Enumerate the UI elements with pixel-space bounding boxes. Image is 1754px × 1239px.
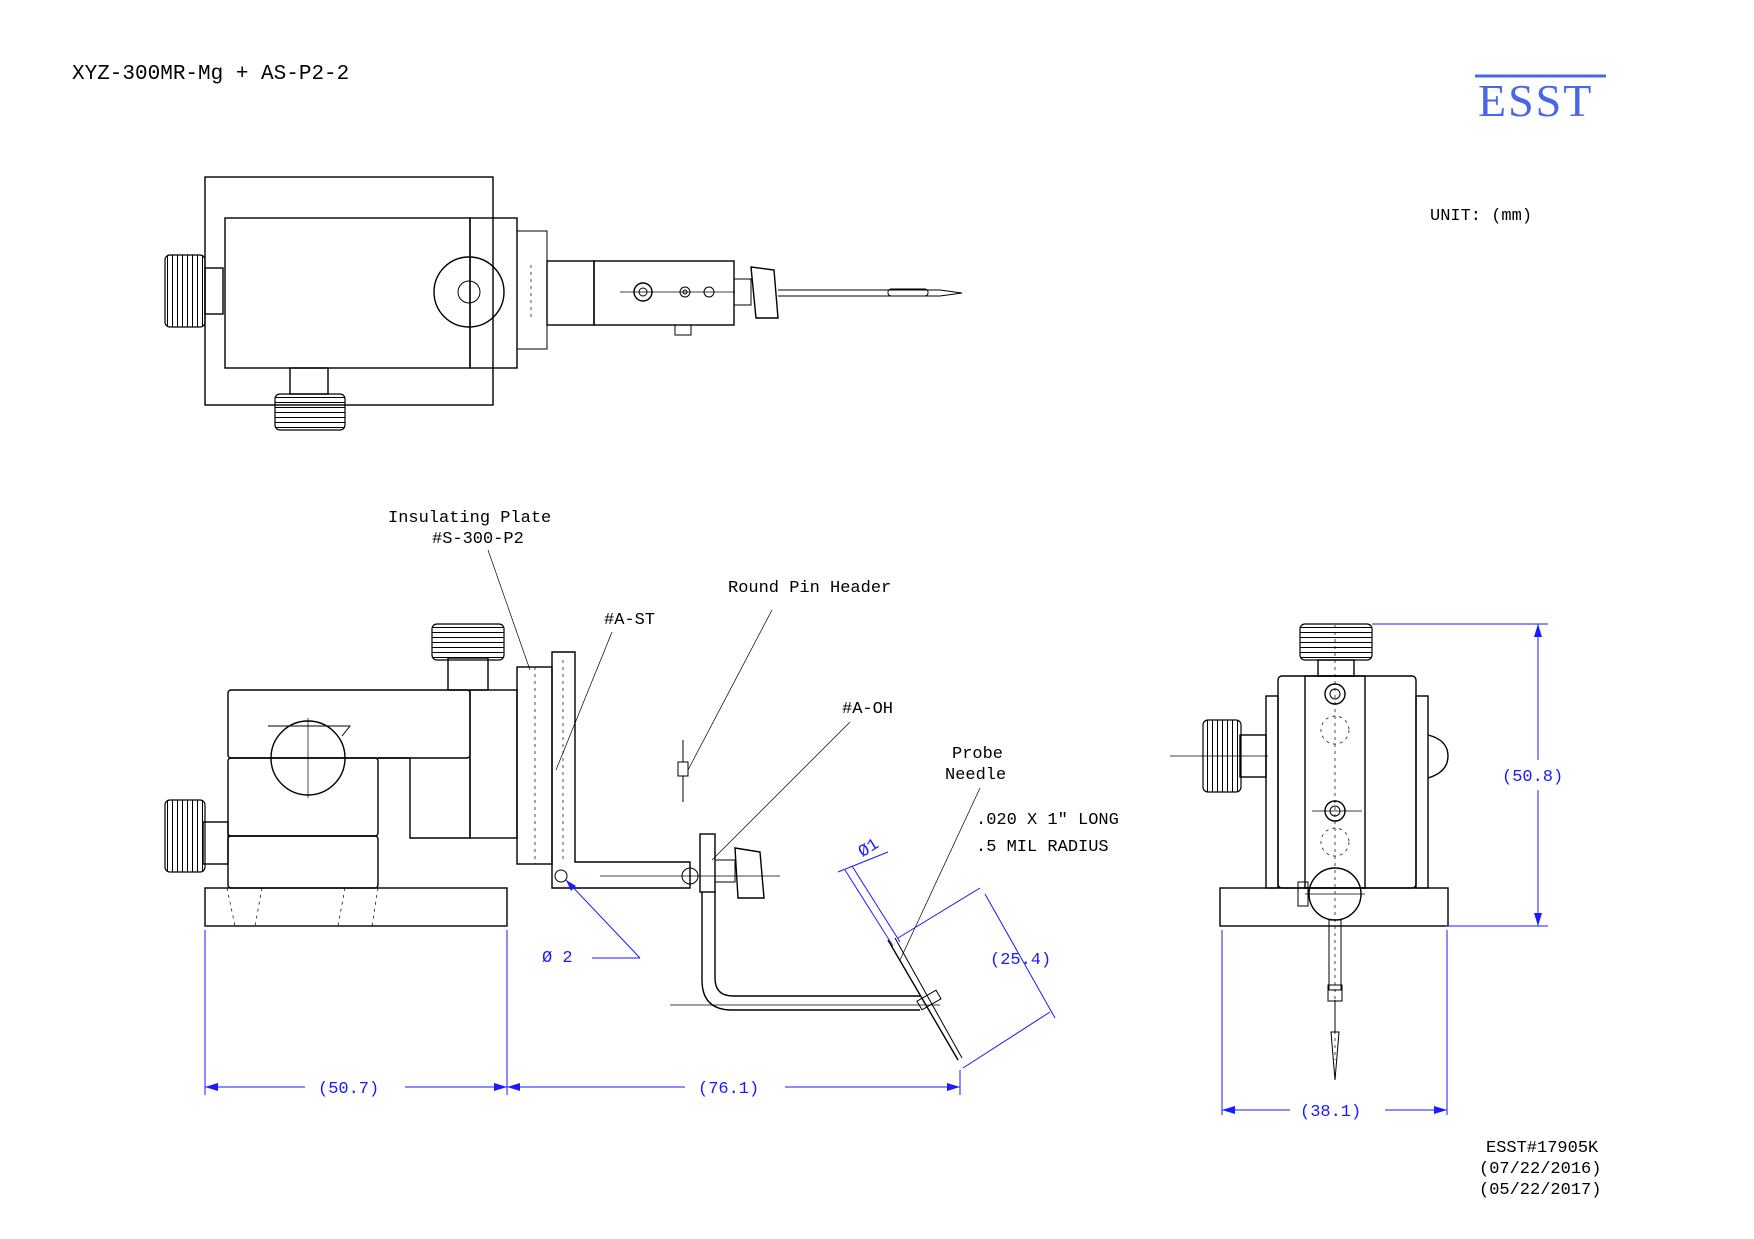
dim-50-8: (50.8)	[1502, 768, 1563, 787]
side-callouts: Insulating Plate #S-300-P2 #A-ST Round P…	[388, 509, 1119, 961]
revision-date-2: (05/22/2017)	[1479, 1181, 1601, 1200]
dim-phi2: Ø 2	[542, 949, 573, 968]
callout-insulating-plate-1: Insulating Plate	[388, 509, 551, 528]
callout-insulating-plate-2: #S-300-P2	[432, 530, 524, 549]
unit-label: UNIT: (mm)	[1430, 207, 1532, 226]
callout-a-oh: #A-OH	[842, 700, 893, 719]
esst-logo: ESST	[1475, 74, 1606, 126]
drawing-title: XYZ-300MR-Mg + AS-P2-2	[72, 63, 349, 86]
callout-needle: Needle	[945, 766, 1006, 785]
front-dimensions: (50.8) (38.1)	[1221, 623, 1563, 1122]
callout-probe: Probe	[952, 745, 1003, 764]
side-view	[164, 623, 963, 1061]
part-number: ESST#17905K	[1486, 1139, 1599, 1158]
callout-round-pin-header: Round Pin Header	[728, 579, 891, 598]
side-dimensions: Ø1 Ø 2 (25.4) (50.7) (76.1)	[204, 835, 1056, 1099]
top-view	[164, 176, 963, 431]
dim-38-1: (38.1)	[1300, 1103, 1361, 1122]
dim-76-1: (76.1)	[698, 1080, 759, 1099]
callout-a-st: #A-ST	[604, 611, 655, 630]
spec-length: .020 X 1" LONG	[976, 811, 1119, 830]
logo-text: ESST	[1478, 75, 1593, 126]
spec-radius: .5 MIL RADIUS	[976, 838, 1109, 857]
dim-phi1: Ø1	[856, 835, 883, 862]
dim-50-7: (50.7)	[318, 1080, 379, 1099]
revision-date-1: (07/22/2016)	[1479, 1160, 1601, 1179]
dim-25-4: (25.4)	[990, 951, 1051, 970]
front-view	[1170, 623, 1449, 1081]
title-block: ESST#17905K (07/22/2016) (05/22/2017)	[1479, 1139, 1601, 1200]
